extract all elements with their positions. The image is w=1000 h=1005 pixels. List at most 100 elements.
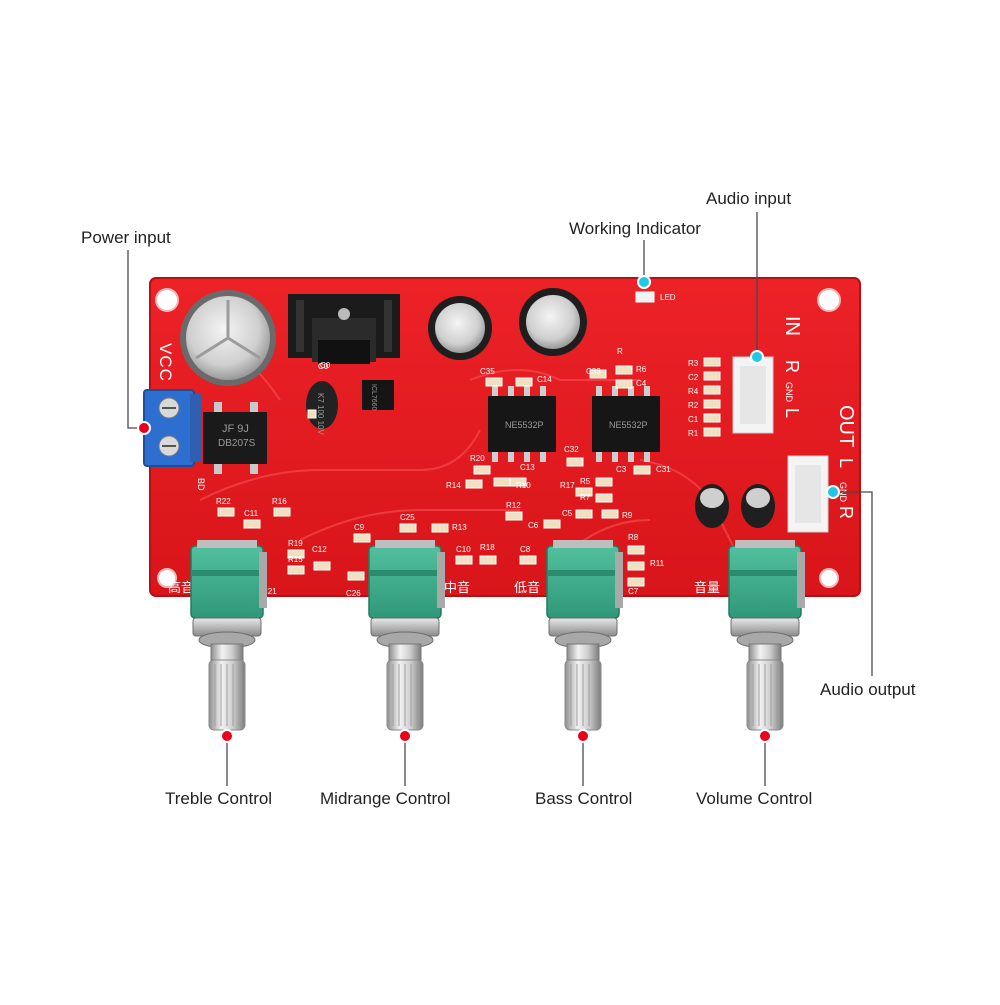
mounting-holes: [155, 288, 841, 588]
svg-text:C10: C10: [456, 545, 471, 554]
svg-text:C32: C32: [564, 445, 579, 454]
vcc-label: VCC: [156, 343, 175, 382]
treble-control-label: Treble Control: [165, 789, 273, 808]
audio-input-label: Audio input: [706, 189, 792, 208]
working-indicator-label: Working Indicator: [569, 219, 701, 238]
midrange-control-label: Midrange Control: [320, 789, 451, 808]
svg-text:R21: R21: [262, 587, 277, 596]
treble-potentiometer: [190, 540, 267, 731]
mid-cn-label: 中音: [444, 580, 470, 596]
midrange-potentiometer: [368, 540, 445, 731]
svg-text:C6: C6: [528, 521, 539, 530]
svg-text:C13: C13: [520, 463, 535, 472]
audio-output-connector: [787, 455, 829, 533]
svg-text:OUT: OUT: [835, 405, 857, 447]
svg-text:R1: R1: [688, 429, 699, 438]
audio-input-marker: [750, 350, 764, 364]
svg-text:R20: R20: [470, 454, 485, 463]
audio-input-connector: [732, 356, 774, 434]
svg-text:C35: C35: [480, 367, 495, 376]
working-indicator-marker: [637, 275, 651, 289]
svg-text:C8: C8: [520, 545, 531, 554]
svg-text:C26: C26: [346, 589, 361, 598]
svg-text:JF 9J: JF 9J: [222, 423, 249, 435]
svg-text:L: L: [782, 408, 802, 418]
sop-chip: ICL7660: [362, 380, 394, 411]
svg-text:R18: R18: [480, 543, 495, 552]
svg-text:C3: C3: [616, 465, 627, 474]
bass-control-label: Bass Control: [535, 789, 633, 808]
volume-marker: [758, 729, 772, 743]
svg-text:NE5532P: NE5532P: [505, 420, 544, 430]
power-input-marker: [137, 421, 151, 435]
svg-text:ICL7660: ICL7660: [370, 384, 377, 411]
svg-text:C0: C0: [318, 362, 329, 371]
midrange-marker: [398, 729, 412, 743]
svg-text:NE5532P: NE5532P: [609, 420, 648, 430]
bass-cn-label: 低音: [514, 580, 540, 596]
svg-text:GND: GND: [784, 382, 794, 403]
svg-text:R13: R13: [452, 523, 467, 532]
svg-text:C14: C14: [537, 375, 552, 384]
volume-potentiometer: [728, 540, 805, 731]
mid-capacitors: [428, 288, 587, 360]
audio-output-label: Audio output: [820, 680, 916, 699]
power-terminal: [143, 389, 202, 467]
svg-text:R11: R11: [650, 559, 665, 568]
callout-markers: [137, 275, 840, 743]
svg-text:C5: C5: [562, 509, 573, 518]
svg-text:C9: C9: [354, 523, 365, 532]
svg-text:R19: R19: [288, 539, 303, 548]
svg-text:LED: LED: [660, 293, 676, 302]
audio-output-marker: [826, 485, 840, 499]
svg-text:R15: R15: [288, 555, 303, 564]
bridge-rectifier: JF 9J DB207S: [203, 402, 267, 474]
svg-text:C4: C4: [636, 379, 647, 388]
treble-marker: [220, 729, 234, 743]
power-input-label: Power input: [81, 228, 171, 247]
smd-components: [217, 357, 721, 587]
svg-text:R9: R9: [622, 511, 633, 520]
svg-text:C11: C11: [244, 509, 259, 518]
main-capacitor: [180, 290, 276, 386]
bd-label: BD: [196, 478, 206, 491]
svg-text:R4: R4: [688, 387, 699, 396]
treble-cn-label: 高音: [168, 580, 194, 596]
svg-text:R10: R10: [516, 481, 531, 490]
volume-control-label: Volume Control: [696, 789, 813, 808]
svg-text:R14: R14: [446, 481, 461, 490]
heatsink: [288, 294, 400, 364]
opamp-left: NE5532P: [488, 386, 556, 462]
opamp-right: NE5532P: [592, 386, 660, 462]
svg-text:R8: R8: [628, 533, 639, 542]
svg-text:R16: R16: [272, 497, 287, 506]
svg-text:R12: R12: [506, 501, 521, 510]
svg-text:DB207S: DB207S: [218, 438, 256, 449]
svg-text:R2: R2: [688, 401, 699, 410]
svg-text:C7: C7: [628, 587, 639, 596]
svg-text:C12: C12: [312, 545, 327, 554]
svg-text:C31: C31: [656, 465, 671, 474]
component-designators: C35 C14 C33 R6 C4 R3 C2 R4 R2 C1 R1 C32 …: [216, 359, 699, 598]
svg-text:C2: C2: [688, 373, 699, 382]
svg-text:L: L: [836, 458, 856, 468]
svg-text:R3: R3: [688, 359, 699, 368]
potentiometers: [190, 540, 805, 731]
svg-text:R: R: [782, 360, 802, 373]
bass-marker: [576, 729, 590, 743]
svg-text:C0: C0: [320, 361, 331, 370]
svg-text:R6: R6: [636, 365, 647, 374]
svg-text:C33: C33: [586, 367, 601, 376]
svg-text:R: R: [617, 347, 623, 356]
svg-text:K7 100 10V: K7 100 10V: [316, 393, 325, 435]
svg-text:R22: R22: [216, 497, 231, 506]
led-indicator: LED R: [617, 291, 676, 356]
volume-cn-label: 音量: [694, 580, 720, 596]
svg-text:R17: R17: [560, 481, 575, 490]
svg-text:C25: C25: [400, 513, 415, 522]
svg-text:R7: R7: [580, 493, 591, 502]
output-capacitors: [695, 484, 775, 528]
svg-text:IN: IN: [781, 316, 803, 336]
